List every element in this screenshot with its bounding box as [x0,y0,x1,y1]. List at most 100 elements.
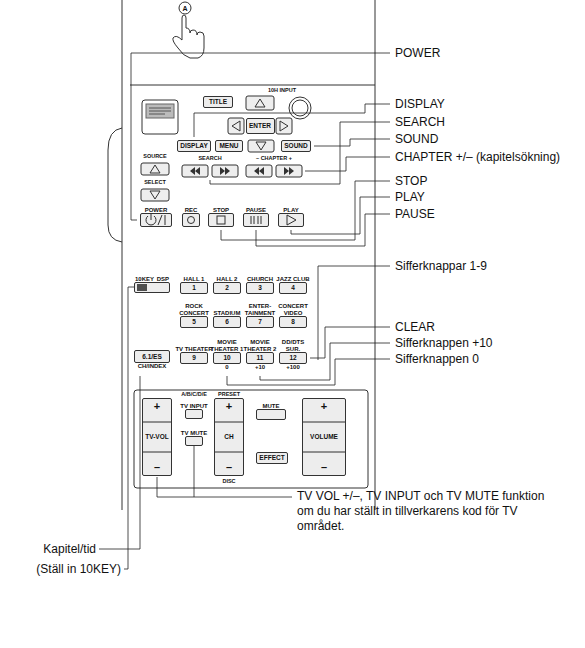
source-up-button [141,163,169,175]
jog-knob [289,97,311,119]
remote-button: ROCK CONCERT5 [180,316,208,328]
side-grip [108,128,122,242]
panel-label: SELECT [144,180,166,186]
button-label: 2 [225,285,229,292]
button-caption: TV INPUT [180,403,208,409]
button-label: EFFECT [259,455,284,462]
button-caption: MOVIE THEATER 2 [241,339,279,352]
panel-label: A/B/C/D/E [181,392,207,398]
button-label: TV-VOL [145,434,168,441]
remote-button: 6.1/ESCH/INDEX [134,350,170,363]
remote-button: DD/DTS SUR.12+100 [279,352,307,364]
callout-label: STOP [395,174,427,189]
right-arrow [280,121,288,131]
remote-button: MUTE [256,409,286,420]
button-caption: HALL 1 [175,276,213,282]
button-label: VOLUME [310,434,338,441]
button-caption: DSP [157,276,169,282]
button-label: 10 [223,355,230,362]
button-caption: CHURCH [241,276,279,282]
remote-button: STOP [208,213,234,227]
button-caption: +10 [241,364,279,370]
remote-button: 10KEYDSP [134,282,170,293]
up-arrow [255,99,265,107]
remote-button: CHURCH3 [246,282,274,294]
button-label: ENTER [249,123,271,130]
jog-knob-inner [292,100,308,116]
remote-button: HALL 22 [213,282,241,294]
button-caption: DD/DTS SUR. [274,339,312,352]
remote-button: TV INPUT [185,409,203,419]
remote-button: TV MUTE [185,436,203,446]
down-button [248,140,274,152]
button-caption: +100 [274,364,312,370]
callout-label: POWER [395,46,440,61]
remote-button: MENU [215,140,243,152]
button-caption: PAUSE [238,207,274,213]
button-label: 9 [192,355,196,362]
button-label: 12 [289,355,296,362]
button-label: 11 [257,355,264,362]
remote-button: DISPLAY [177,140,211,152]
callout-label: TV VOL +/–, TV INPUT och TV MUTE funktio… [297,489,559,534]
button-label: TITLE [209,99,227,106]
button-caption: MOVIE THEATER 1 [208,339,246,352]
button-caption: – [226,462,232,473]
bottom-panel [134,390,368,488]
remote-button: SOUND [281,140,311,152]
callout-label: Sifferknappar 1-9 [395,259,487,274]
right-button [276,118,292,134]
button-caption: HALL 2 [208,276,246,282]
button-caption: REC [177,207,205,213]
source-up-arrow [150,165,160,173]
lcd-frame [142,100,178,134]
remote-button: ENTER-TAINMENT7 [246,316,274,328]
button-caption: + [226,401,232,412]
button-label: 6.1/ES [142,353,162,360]
callout-label: Kapitel/tid [43,542,96,557]
remote-button: MOVIE THEATER 1100 [213,352,241,364]
top-divider [130,85,375,86]
callout-label: PLAY [395,190,425,205]
skip-symbols [190,167,294,175]
hand-icon [173,15,204,58]
button-caption: 10KEY [135,276,154,282]
button-caption: 0 [208,364,246,370]
callout-label: CHAPTER +/– (kapitelsökning) [395,150,560,165]
button-caption: ENTER-TAINMENT [241,303,279,316]
callout-label: SOUND [395,132,438,147]
remote-button: ENTER [246,118,275,134]
remote-button: PLAY [278,213,304,227]
callout-label: DISPLAY [395,97,445,112]
button-caption: CH/INDEX [129,363,175,369]
panel-label: – CHAPTER + [256,156,292,162]
source-down-arrow [150,191,160,199]
button-label: DISPLAY [180,143,208,150]
button-caption: STOP [203,207,239,213]
remote-button: TV THEATER9 [180,352,208,364]
callout-label: SEARCH [395,115,445,130]
button-caption: – [321,462,327,473]
button-label: MENU [219,143,238,150]
button-caption: JAZZ CLUB [274,276,312,282]
button-label: 4 [291,285,295,292]
remote-button: JAZZ CLUB4 [279,282,307,294]
panel-label: DISC [222,479,235,485]
panel-label: PRESET [218,392,240,398]
remote-button: +CH– [214,398,244,476]
remote-button: PAUSE [243,213,269,227]
remote-body [108,0,375,510]
hand-ring [179,2,191,14]
source-down-button [141,189,169,201]
body-edge [122,0,375,510]
button-caption: ROCK CONCERT [175,303,213,316]
button-caption: TV MUTE [180,430,208,436]
callout-label: CLEAR [395,320,435,335]
down-arrow [256,142,266,150]
up-button [246,96,274,110]
button-caption: TV THEATER [175,346,213,352]
button-caption: STADIUM [208,310,246,316]
remote-button: +VOLUME– [302,398,346,476]
